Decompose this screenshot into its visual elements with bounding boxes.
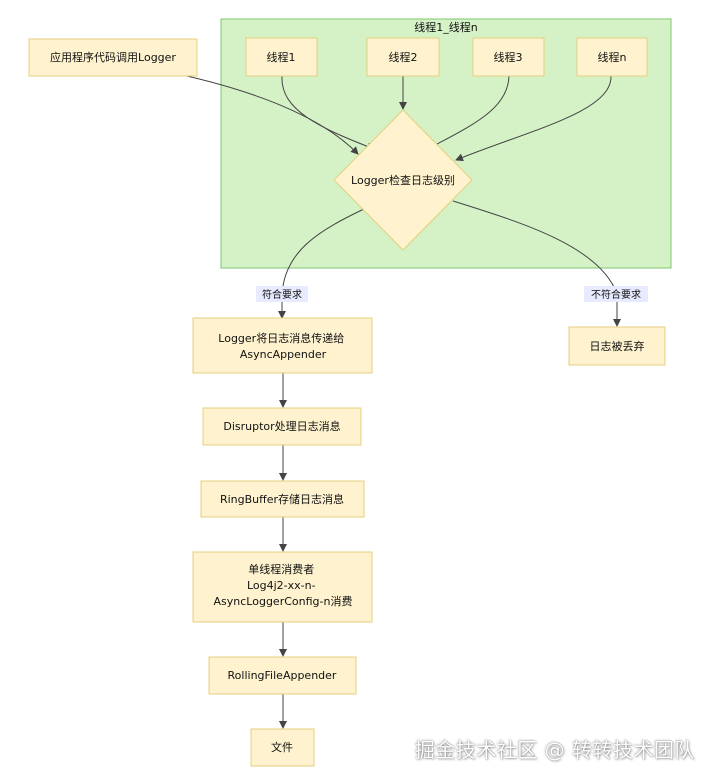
node-rolling-file-appender-label: RollingFileAppender [228,669,337,682]
node-thread1-label: 线程1 [267,50,296,64]
node-discarded [568,326,666,366]
node-pass-to-async-line-1: Logger将日志消息传递给 [218,331,344,345]
edge-check-to-discard [452,200,621,327]
node-app-logger-label: 应用程序代码调用Logger [50,50,176,64]
node-threadn [576,37,648,77]
node-thread3-label: 线程3 [494,50,523,64]
node-consumer-label: 单线程消费者 Log4j2-xx-n- AsyncLoggerConfig-n消… [214,562,353,608]
nodes: 应用程序代码调用Logger 线程1 线程2 线程3 线程n Logger检查日… [28,37,666,767]
node-check-level [333,109,473,251]
node-pass-to-async-label: Logger将日志消息传递给 AsyncAppender [218,331,347,361]
node-file [250,728,315,767]
edges [177,73,621,729]
node-disruptor-label: Disruptor处理日志消息 [223,419,340,433]
edge-label-meets: 符合要求 [262,288,302,301]
node-file-label: 文件 [271,740,293,754]
node-consumer-line-2: Log4j2-xx-n- [247,579,316,592]
node-discarded-label: 日志被丢弃 [590,339,645,353]
edge-label-not-meets: 不符合要求 [591,288,641,301]
edge-thread1-to-check [281,75,375,151]
thread-group-title: 线程1_线程n [414,20,477,34]
node-app-logger [28,38,198,77]
node-consumer-line-3: AsyncLoggerConfig-n消费 [214,594,353,608]
node-consumer-line-1: 单线程消费者 [248,562,314,576]
node-consumer [192,551,373,623]
node-disruptor [202,407,362,446]
node-ringbuffer [200,480,365,518]
node-rolling-file-appender [208,656,357,695]
edge-label-not-meets-bg [584,286,648,302]
node-thread3 [472,37,545,77]
edge-threadn-to-check [455,75,612,162]
node-pass-to-async [192,317,373,374]
edge-label-meets-bg [256,286,308,302]
node-thread2 [366,37,440,77]
node-thread2-label: 线程2 [389,50,418,64]
node-pass-to-async-line-2: AsyncAppender [240,348,327,361]
node-threadn-label: 线程n [598,50,627,64]
node-thread1 [245,37,318,77]
node-check-level-label: Logger检查日志级别 [351,173,455,187]
node-ringbuffer-label: RingBuffer存储日志消息 [220,492,344,506]
edge-thread3-to-check [427,75,510,150]
edge-labels: 符合要求 不符合要求 [256,286,648,302]
watermark-text: 掘金技术社区 @ 转转技术团队 [414,738,695,762]
edge-app-to-check [177,73,359,155]
